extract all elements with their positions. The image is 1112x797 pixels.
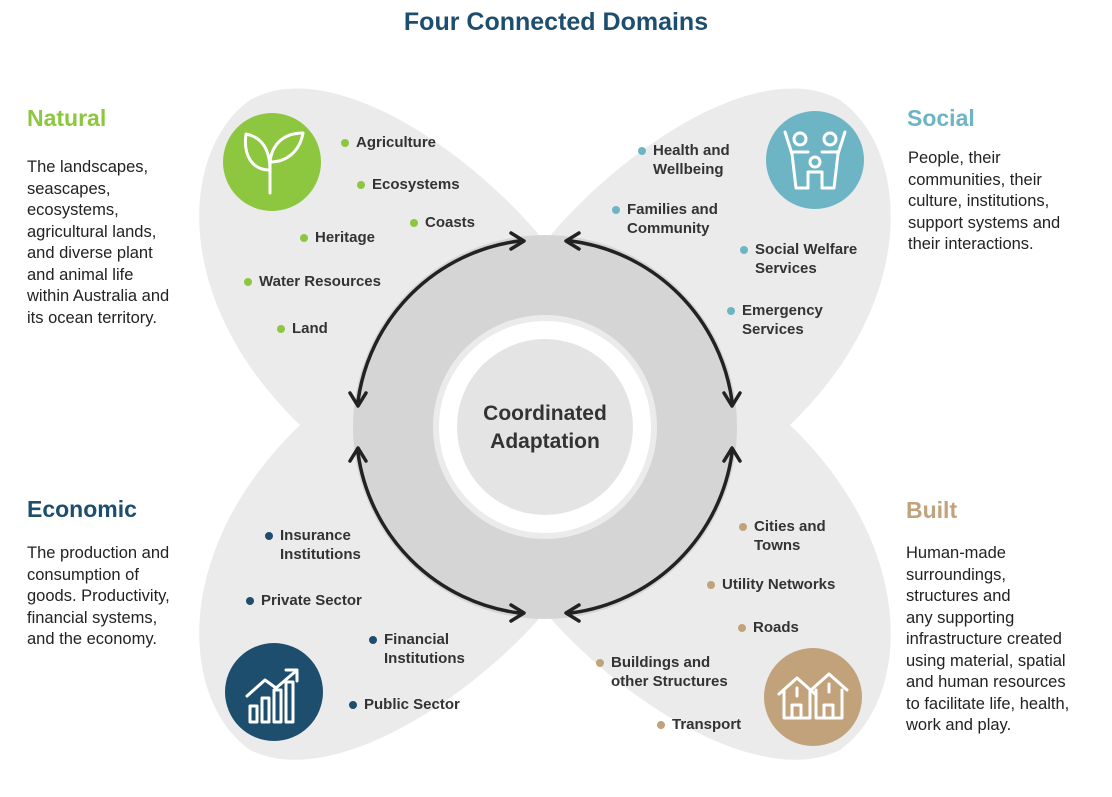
growth-chart-icon bbox=[225, 643, 323, 741]
center-label: Coordinated Adaptation bbox=[483, 402, 607, 453]
bullet-dot bbox=[341, 139, 349, 147]
bullet-dot bbox=[596, 659, 604, 667]
built-item-cities-and-towns: Cities and Towns bbox=[739, 517, 826, 555]
bullet-dot bbox=[246, 597, 254, 605]
bullet-dot bbox=[638, 147, 646, 155]
built-item-utility-networks: Utility Networks bbox=[707, 575, 835, 594]
bullet-dot bbox=[410, 219, 418, 227]
bullet-dot bbox=[740, 246, 748, 254]
bullet-dot bbox=[300, 234, 308, 242]
bullet-dot bbox=[244, 278, 252, 286]
bullet-dot bbox=[727, 307, 735, 315]
bullet-dot bbox=[657, 721, 665, 729]
natural-item-ecosystems: Ecosystems bbox=[357, 175, 460, 194]
built-item-transport: Transport bbox=[657, 715, 741, 734]
adaptation-ring bbox=[353, 235, 737, 619]
natural-item-agriculture: Agriculture bbox=[341, 133, 436, 152]
bullet-dot bbox=[369, 636, 377, 644]
economic-item-financial-institutions: Financial Institutions bbox=[369, 630, 465, 668]
economic-description: The production and consumption of goods.… bbox=[27, 544, 170, 648]
built-item-roads: Roads bbox=[738, 618, 799, 637]
plant-sprout-icon bbox=[223, 113, 321, 211]
economic-item-private-sector: Private Sector bbox=[246, 591, 362, 610]
natural-item-coasts: Coasts bbox=[410, 213, 475, 232]
social-item-families-and-community: Families and Community bbox=[612, 200, 718, 238]
cycle-arrows bbox=[348, 231, 742, 623]
bullet-dot bbox=[277, 325, 285, 333]
bullet-dot bbox=[739, 523, 747, 531]
natural-item-heritage: Heritage bbox=[300, 228, 375, 247]
social-description: People, their communities, their culture… bbox=[908, 149, 1061, 253]
center-disc bbox=[457, 339, 633, 515]
page-title: Four Connected Domains bbox=[403, 8, 709, 36]
family-icon bbox=[766, 111, 864, 209]
economic-heading: Economic bbox=[27, 496, 137, 522]
bullet-dot bbox=[349, 701, 357, 709]
bullet-dot bbox=[265, 532, 273, 540]
natural-item-water-resources: Water Resources bbox=[244, 272, 381, 291]
bullet-dot bbox=[357, 181, 365, 189]
built-description: Human-made surroundings, structures and … bbox=[906, 544, 1070, 734]
bullet-dot bbox=[612, 206, 620, 214]
social-item-social-welfare-services: Social Welfare Services bbox=[740, 240, 857, 278]
built-heading: Built bbox=[906, 497, 958, 523]
houses-icon bbox=[764, 648, 862, 746]
built-item-buildings-and-other-structures: Buildings and other Structures bbox=[596, 653, 728, 691]
social-item-emergency-services: Emergency Services bbox=[727, 301, 823, 339]
economic-item-insurance-institutions: Insurance Institutions bbox=[265, 526, 361, 564]
natural-item-land: Land bbox=[277, 319, 328, 338]
natural-description: The landscapes, seascapes, ecosystems, a… bbox=[27, 158, 170, 327]
economic-item-public-sector: Public Sector bbox=[349, 695, 460, 714]
natural-heading: Natural bbox=[27, 105, 107, 131]
social-heading: Social bbox=[907, 105, 975, 131]
bullet-dot bbox=[738, 624, 746, 632]
social-item-health-and-wellbeing: Health and Wellbeing bbox=[638, 141, 730, 179]
bullet-dot bbox=[707, 581, 715, 589]
